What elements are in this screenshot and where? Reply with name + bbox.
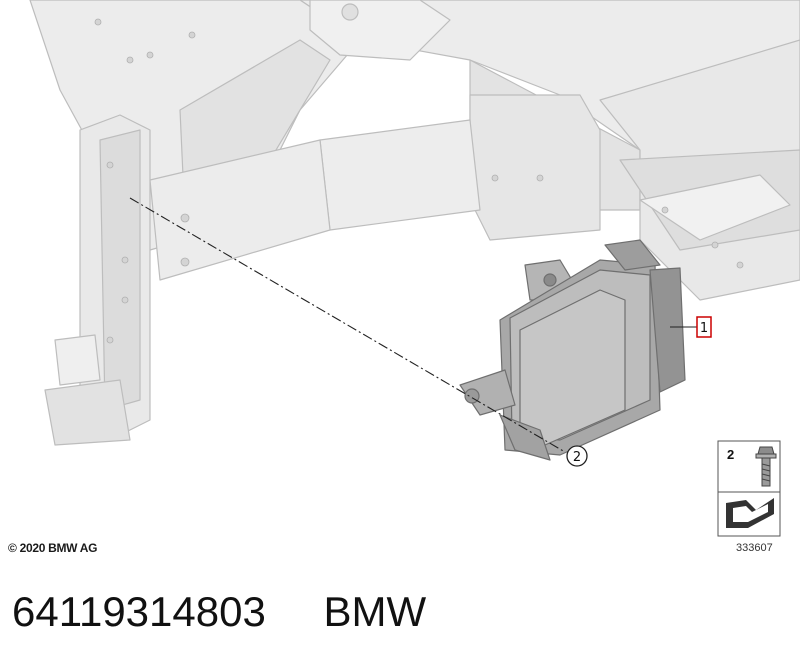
parts-diagram: 1 2 2 <box>29 0 800 537</box>
callout-1-label: 1 <box>700 321 708 336</box>
legend-item-label: 2 <box>727 447 734 462</box>
part-number: 64119314803 <box>12 588 266 635</box>
diagram-reference-number: 333607 <box>736 542 773 554</box>
bolt-icon <box>755 446 777 487</box>
direction-arrow-icon <box>726 498 774 528</box>
brand-name: BMW <box>323 588 427 635</box>
callout-1-highlight-box <box>696 316 712 338</box>
control-module[interactable] <box>459 239 686 461</box>
callout-2-label: 2 <box>573 450 581 465</box>
parts-legend: 2 <box>717 440 781 537</box>
vehicle-frame <box>29 0 800 446</box>
callout-1[interactable]: 1 <box>696 316 712 338</box>
assembly-leader-line <box>129 197 566 453</box>
copyright-notice: © 2020 BMW AG <box>8 541 98 555</box>
callout-2[interactable]: 2 <box>566 445 588 467</box>
part-footer: 64119314803 BMW <box>12 588 426 636</box>
callout-2-circle <box>566 445 588 467</box>
frame-holes <box>94 18 744 344</box>
